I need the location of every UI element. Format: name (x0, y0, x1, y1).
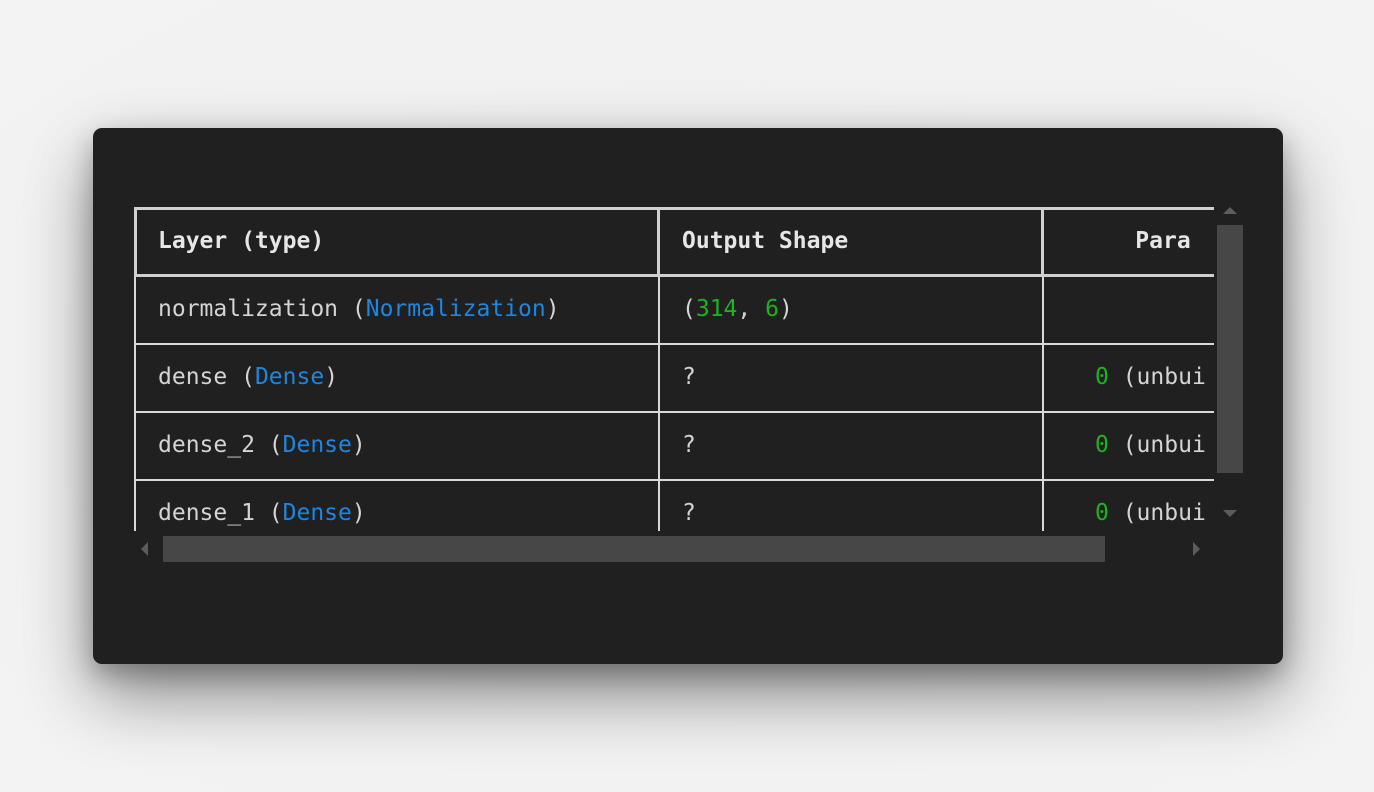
output-window: Layer (type) Output Shape Para normaliza… (93, 128, 1283, 664)
layer-cell: dense_2 (Dense) (134, 411, 658, 479)
layer-type: Dense (282, 500, 352, 526)
table-top-border (134, 207, 1214, 210)
header-layer-type: Layer (type) (158, 228, 325, 254)
layer-name: normalization (158, 296, 339, 322)
layer-name: dense_1 (158, 500, 255, 526)
table-left-border-header (134, 207, 137, 277)
layer-name: dense (158, 364, 228, 390)
paren-open: ( (227, 364, 255, 390)
shape-open: ( (682, 296, 696, 322)
param-note: (unbui (1108, 500, 1206, 526)
layer-type: Dense (282, 432, 352, 458)
output-shape-cell: ? (682, 500, 696, 526)
output-shape-cell: (314, 6) (658, 275, 1042, 343)
layer-name: dense_2 (158, 432, 255, 458)
output-shape-cell: ? (682, 432, 696, 458)
vertical-scrollbar[interactable] (1217, 207, 1243, 531)
paren-close: ) (324, 364, 339, 390)
param-value: 0 (1095, 364, 1109, 390)
table-row: dense_1 (Dense) ? 0 (unbui (134, 479, 1214, 531)
param-value: 0 (1095, 432, 1109, 458)
param-cell: 0 (unbui (1042, 411, 1214, 479)
param-cell: 0 (unbui (1042, 479, 1214, 531)
param-cell: 0 (unbui (1042, 343, 1214, 411)
model-summary-viewport[interactable]: Layer (type) Output Shape Para normaliza… (134, 207, 1214, 531)
scroll-left-arrow-icon[interactable] (141, 542, 148, 556)
row-divider (134, 343, 1214, 345)
param-value: 0 (1095, 500, 1109, 526)
table-left-border (134, 277, 136, 531)
paren-close: ) (545, 296, 560, 322)
scroll-right-arrow-icon[interactable] (1193, 542, 1200, 556)
horizontal-scroll-thumb[interactable] (163, 536, 1105, 562)
shape-dim-1: 314 (695, 296, 738, 322)
table-row: normalization (Normalization) (314, 6) (134, 275, 1214, 343)
shape-close: ) (778, 296, 793, 322)
shape-sep: , (737, 296, 766, 322)
col-divider (1042, 277, 1044, 531)
header-bottom-border (134, 274, 1214, 277)
param-note: (unbui (1108, 432, 1206, 458)
header-param-label: Para (1135, 228, 1191, 254)
layer-cell: dense_1 (Dense) (134, 479, 658, 531)
paren-open: ( (254, 432, 283, 458)
output-shape-cell: ? (682, 364, 696, 390)
paren-close: ) (351, 432, 366, 458)
param-note: (unbui (1108, 364, 1206, 390)
paren-close: ) (351, 500, 366, 526)
col-divider-header (657, 207, 660, 277)
table-row: dense (Dense) ? 0 (unbui (134, 343, 1214, 411)
table-row: dense_2 (Dense) ? 0 (unbui (134, 411, 1214, 479)
scroll-up-arrow-icon[interactable] (1223, 207, 1237, 214)
header-param: Para (1042, 207, 1214, 275)
row-divider (134, 411, 1214, 413)
layer-cell: dense (Dense) (134, 343, 658, 411)
paren-open: ( (254, 500, 283, 526)
layer-type: Normalization (365, 296, 546, 322)
shape-dim-2: 6 (765, 296, 779, 322)
header-output-shape: Output Shape (682, 228, 849, 254)
layer-type: Dense (254, 364, 325, 390)
scroll-down-arrow-icon[interactable] (1223, 510, 1237, 517)
row-divider (134, 479, 1214, 481)
param-cell (1042, 275, 1214, 343)
vertical-scroll-thumb[interactable] (1217, 225, 1243, 473)
col-divider-header (1041, 207, 1044, 277)
paren-open: ( (338, 296, 366, 322)
table-header-row: Layer (type) Output Shape Para (134, 207, 1214, 275)
model-summary-table: Layer (type) Output Shape Para normaliza… (134, 207, 1214, 531)
horizontal-scrollbar[interactable] (134, 534, 1214, 562)
layer-cell: normalization (Normalization) (134, 275, 658, 343)
col-divider (658, 277, 660, 531)
